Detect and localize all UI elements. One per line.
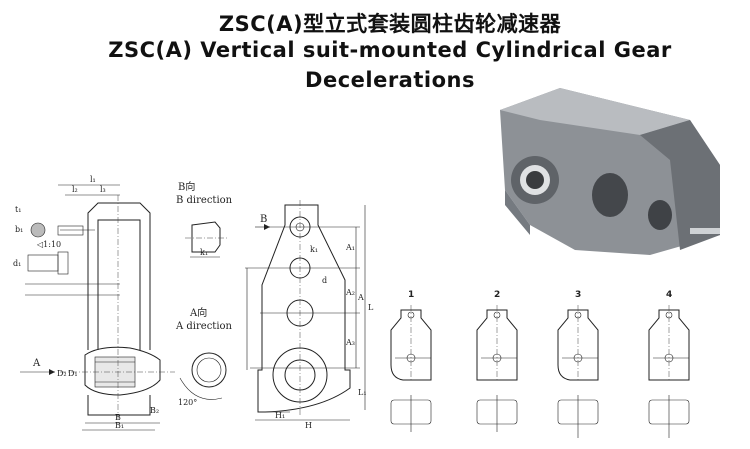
dim-k: k₁: [310, 245, 318, 254]
a-direction-cn: A向: [189, 306, 207, 319]
title-english: ZSC(A) Vertical suit-mounted Cylindrical…: [108, 38, 672, 62]
mounting-position-2: 2: [476, 290, 518, 432]
dim-H: H: [305, 421, 312, 430]
mounting-position-4: 4: [648, 290, 690, 438]
title-english-line2: Decelerations: [305, 68, 475, 92]
dim-d: d: [322, 276, 327, 285]
a-direction-en: A direction: [175, 321, 233, 332]
dim-A1: A₁: [345, 243, 355, 252]
dim-k-b: k₁: [200, 248, 208, 257]
position-number: 4: [666, 290, 672, 300]
mounting-positions: 1 2 3 4: [390, 290, 690, 438]
dim-b1: b₁: [15, 225, 23, 234]
mounting-position-1: 1: [390, 290, 432, 432]
dim-A2: A₂: [345, 288, 355, 297]
dim-l1: l₁: [90, 175, 96, 184]
dim-H1: H₁: [275, 411, 285, 420]
b-direction-view: B向 B direction k₁: [176, 180, 233, 258]
taper-label: ◁1:10: [36, 240, 61, 249]
front-view-drawing: B A₁ A₂ A₃ A L L₁ k₁ d H₁ H: [245, 200, 374, 430]
dim-d1: d₁: [13, 259, 21, 268]
position-number: 2: [494, 290, 500, 300]
b-direction-cn: B向: [178, 180, 195, 193]
mounting-position-3: 3: [557, 290, 599, 438]
dim-A3: A₃: [345, 338, 355, 347]
b-direction-en: B direction: [176, 195, 233, 206]
dim-A: A: [357, 293, 364, 302]
side-view-drawing: A ◁1:10 l₁ l₂ l₃ t₁ b₁ d₁ D₂ D₁ B B₁ B₂: [13, 175, 175, 431]
position-number: 3: [575, 290, 581, 300]
dim-B: B: [115, 413, 121, 422]
a-arrow-label: A: [32, 358, 41, 369]
title-chinese: ZSC(A)型立式套装圆柱齿轮减速器: [218, 12, 562, 36]
dim-L1: L₁: [358, 388, 367, 397]
dim-l2: l₂: [72, 185, 78, 194]
dim-B1: B₁: [115, 421, 124, 430]
a-direction-view: A向 A direction 120°: [175, 306, 233, 407]
dim-D2: D₂: [57, 369, 67, 378]
dim-l3: l₃: [100, 185, 106, 194]
position-number: 1: [408, 290, 414, 300]
dim-D1: D₁: [68, 369, 78, 378]
dim-L: L: [368, 303, 374, 312]
dim-B2: B₂: [150, 406, 159, 415]
b-arrow-label: B: [260, 214, 267, 225]
gear-reducer-photo: [500, 88, 720, 255]
angle-label: 120°: [178, 398, 197, 407]
dim-t1: t₁: [15, 205, 21, 214]
